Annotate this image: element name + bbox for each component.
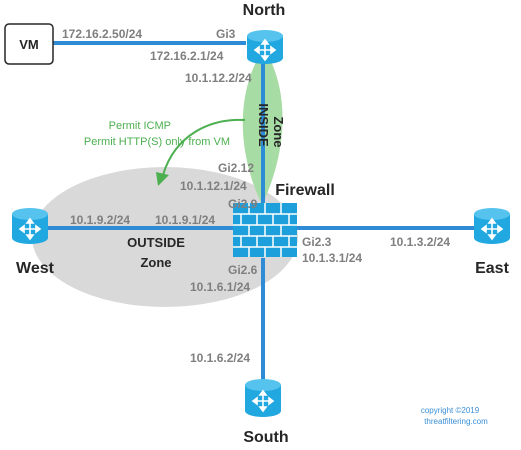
- router-top: [247, 30, 283, 42]
- vm-box-icon: [4, 23, 54, 65]
- router-arrows-icon: [18, 217, 42, 241]
- north-gi3-ip-label: 172.16.2.1/24: [150, 49, 224, 63]
- policy-arrowhead: [156, 172, 169, 186]
- south-ip-label: 10.1.6.2/24: [190, 351, 250, 365]
- fw-gi29-label: Gi2.9: [228, 197, 258, 211]
- firewall-icon: [233, 203, 297, 257]
- copyright-line-2: threatfiltering.com: [424, 417, 488, 426]
- router-arrows-icon: [251, 389, 275, 413]
- inside-zone-word: Zone: [271, 116, 286, 147]
- north-down-ip-label: 10.1.12.2/24: [185, 71, 252, 85]
- north-router[interactable]: [247, 30, 283, 64]
- copyright-line-1: copyright ©2019: [421, 406, 480, 415]
- outside-zone-label: OUTSIDE: [127, 235, 185, 250]
- fw-gi212-label: Gi2.12: [218, 161, 254, 175]
- fw-gi212-ip-label: 10.1.12.1/24: [180, 179, 247, 193]
- west-router[interactable]: [12, 208, 48, 244]
- south-title: South: [243, 429, 288, 446]
- west-title: West: [16, 260, 55, 277]
- fw-gi26-ip-label: 10.1.6.1/24: [190, 280, 250, 294]
- fw-gi23-ip-label: 10.1.3.1/24: [302, 251, 362, 265]
- router-top: [12, 208, 48, 220]
- policy-line-1: Permit ICMP: [109, 120, 171, 132]
- fw-gi23-label: Gi2.3: [302, 235, 332, 249]
- west-ip-label: 10.1.9.2/24: [70, 213, 130, 227]
- north-title: North: [243, 2, 286, 19]
- firewall-title: Firewall: [275, 182, 335, 199]
- east-title: East: [475, 260, 509, 277]
- north-gi3-label: Gi3: [216, 27, 236, 41]
- east-router[interactable]: [474, 208, 510, 244]
- firewall-node[interactable]: [233, 203, 297, 257]
- fw-gi26-label: Gi2.6: [228, 263, 258, 277]
- outside-zone-area: [32, 167, 298, 307]
- vm-ip-label: 172.16.2.50/24: [62, 27, 142, 41]
- south-router[interactable]: [245, 379, 281, 417]
- router-arrows-icon: [253, 38, 277, 62]
- policy-arrow-icon: [162, 118, 246, 176]
- east-ip-label: 10.1.3.2/24: [390, 235, 450, 249]
- policy-line-2: Permit HTTP(S) only from VM: [84, 136, 230, 148]
- fw-gi29-ip-label: 10.1.9.1/24: [155, 213, 215, 227]
- router-arrows-icon: [480, 217, 504, 241]
- vm-node[interactable]: VM: [4, 23, 54, 65]
- router-top: [245, 379, 281, 391]
- outside-zone-word: Zone: [140, 255, 171, 270]
- vm-label: VM: [19, 37, 39, 52]
- router-top: [474, 208, 510, 220]
- inside-zone-label: INSIDE: [256, 103, 271, 147]
